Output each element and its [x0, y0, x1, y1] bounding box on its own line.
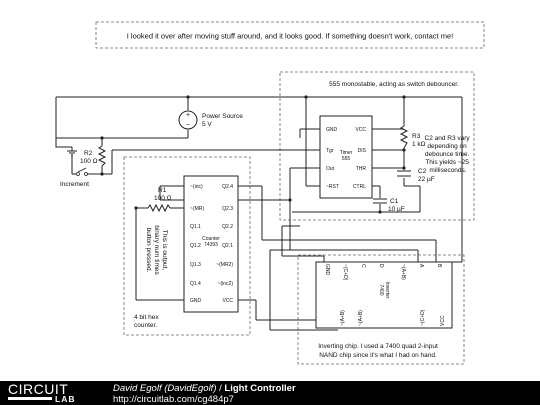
nand-pin-bottom: VCC	[440, 315, 446, 326]
counter-group-box	[123, 156, 251, 336]
timer-pin-right: CTRL	[353, 184, 366, 190]
c2r3-note-line: debounce time.	[425, 151, 470, 158]
author-line: David Egolf (DavidEgolf) / Light Control…	[113, 383, 296, 394]
separator: /	[216, 383, 225, 394]
r1-value: 100 Ω	[154, 195, 172, 202]
circuit-title[interactable]: Light Controller	[224, 383, 296, 394]
increment-switch[interactable]: Increment	[60, 167, 89, 188]
debouncer-group-box	[279, 71, 475, 221]
r2-value: 100 Ω	[80, 158, 98, 165]
circuit-url[interactable]: http://circuitlab.com/cg484p7	[113, 394, 234, 405]
c2-name: C2	[418, 168, 427, 175]
counter-pin-right: Q2.3	[222, 206, 233, 212]
timer-pin-left: Out	[326, 166, 335, 172]
nand-pin-top: ~(C+D)	[342, 264, 348, 281]
r2-name: R2	[84, 150, 93, 157]
counter-pin-right: Q2.2	[222, 224, 233, 230]
plus-icon: +	[186, 112, 190, 119]
counter-pin-left: ~(inc)	[190, 184, 203, 190]
capacitor-c2[interactable]: C2 22 µF	[397, 168, 435, 183]
resistor-r1[interactable]: R1 100 Ω	[147, 187, 172, 213]
resistor-r3[interactable]: R3 1 kΩ	[399, 125, 426, 149]
nand-pin-bottom: ~(C+D)	[420, 309, 426, 326]
timer-555-chip[interactable]: GND Tgr Out ~RST VCC DIS THR CTRL Timer …	[319, 115, 373, 199]
timer-name: Timer	[340, 150, 353, 156]
counter-note-line: 4 bit hex	[134, 314, 159, 321]
c2r3-note-line: milliseconds.	[429, 167, 466, 174]
nand-pin-top: D	[378, 264, 384, 268]
c2r3-note-line: depending on	[427, 143, 467, 150]
timer-pin-right: DIS	[358, 148, 367, 154]
timer-pin-left: Tgr	[326, 148, 334, 154]
author-name[interactable]: David Egolf (DavidEgolf)	[113, 383, 217, 394]
counter-pin-right: ~(inc2)	[218, 281, 234, 287]
logo-lab-text: LAB	[55, 394, 76, 404]
counter-note-line: counter.	[134, 322, 157, 329]
timer-pin-right: VCC	[355, 127, 366, 133]
minus-icon: −	[186, 122, 190, 129]
nand-pin-top: A	[418, 264, 424, 268]
counter-pin-left: ~(MR)	[190, 206, 204, 212]
inverter-note-line: Inverting chip. I used a 7400 quad 2-inp…	[318, 343, 438, 350]
power-source[interactable]: + − Power Source 5 V	[178, 110, 243, 130]
schematic-canvas: I looked it over after moving stuff arou…	[55, 21, 485, 365]
c2r3-note: C2 and R3 vary depending on debounce tim…	[425, 135, 472, 174]
increment-label: Increment	[60, 181, 89, 188]
counter-pin-left: Q1.3	[190, 262, 201, 268]
inverter-note-line: NAND chip since it's what I had on hand.	[319, 352, 437, 359]
nand-pin-bottom: ~(A+B)	[340, 310, 346, 326]
power-value: 5 V	[202, 121, 212, 128]
nand-pin-top: ~(A+B)	[400, 264, 406, 280]
nand-pin-top: B	[436, 264, 442, 268]
c2-value: 22 µF	[418, 176, 435, 183]
nand-7400-chip[interactable]: GND ~(C+D) C D ~(A+B) A B ~(A+B) ~(A+B) …	[315, 261, 453, 329]
counter-pin-right: Q2.1	[222, 243, 233, 249]
nand-pin-bottom: ~(A+B)	[358, 310, 364, 326]
resistor-r2[interactable]: R2 100 Ω	[80, 145, 107, 167]
output-note-line: button pressed.	[145, 228, 152, 273]
output-note-line: This is output,	[161, 230, 168, 271]
counter-name: Counter	[202, 236, 220, 242]
counter-pin-left: Q1.1	[190, 224, 201, 230]
nand-pin-top: GND	[324, 264, 330, 276]
top-note-text: I looked it over after moving stuff arou…	[127, 32, 453, 41]
timer-pin-right: THR	[356, 166, 367, 172]
counter-pin-left: Q1.4	[190, 281, 201, 287]
logo-underline	[8, 397, 52, 400]
c2r3-note-line: This yields ~25	[425, 159, 469, 166]
counter-part: 74393	[204, 242, 218, 248]
r3-name: R3	[412, 133, 421, 140]
r1-name: R1	[158, 187, 167, 194]
debouncer-note: 555 monostable, acting as switch debounc…	[329, 81, 459, 88]
counter-pin-right: VCC	[222, 298, 233, 304]
counter-pin-right: Q2.4	[222, 184, 233, 190]
timer-pin-left: ~RST	[326, 184, 339, 190]
timer-pin-left: GND	[326, 127, 338, 133]
inverter-group-box	[297, 254, 465, 365]
circuitlab-logo[interactable]: CIRCUIT LAB	[8, 382, 102, 404]
nand-part: 7400	[378, 284, 384, 295]
logo-circuit-text: CIRCUIT	[8, 381, 69, 397]
c1-value: 10 µF	[388, 206, 405, 213]
output-note: This is output, binary num times button …	[145, 225, 168, 275]
timer-part: 555	[342, 156, 351, 162]
counter-pin-right: ~(MR2)	[216, 262, 233, 268]
c2r3-note-line: C2 and R3 vary	[425, 135, 471, 142]
nand-name: Inverter	[384, 282, 390, 299]
junction-dots	[100, 95, 406, 214]
power-name: Power Source	[202, 113, 243, 120]
counter-pin-left: Q1.2	[190, 243, 201, 249]
c1-name: C1	[390, 198, 399, 205]
counter-74393-chip[interactable]: ~(inc) ~(MR) Q1.1 Q1.2 Q1.3 Q1.4 GND Q2.…	[183, 175, 239, 313]
top-note: I looked it over after moving stuff arou…	[95, 21, 485, 49]
counter-pin-left: GND	[190, 298, 202, 304]
nand-pin-top: C	[360, 264, 366, 268]
output-note-line: binary num times	[153, 225, 160, 275]
footer-bar: CIRCUIT LAB David Egolf (DavidEgolf) / L…	[0, 381, 540, 405]
capacitor-c1[interactable]: C1 10 µF	[373, 198, 405, 213]
r3-value: 1 kΩ	[412, 141, 426, 148]
